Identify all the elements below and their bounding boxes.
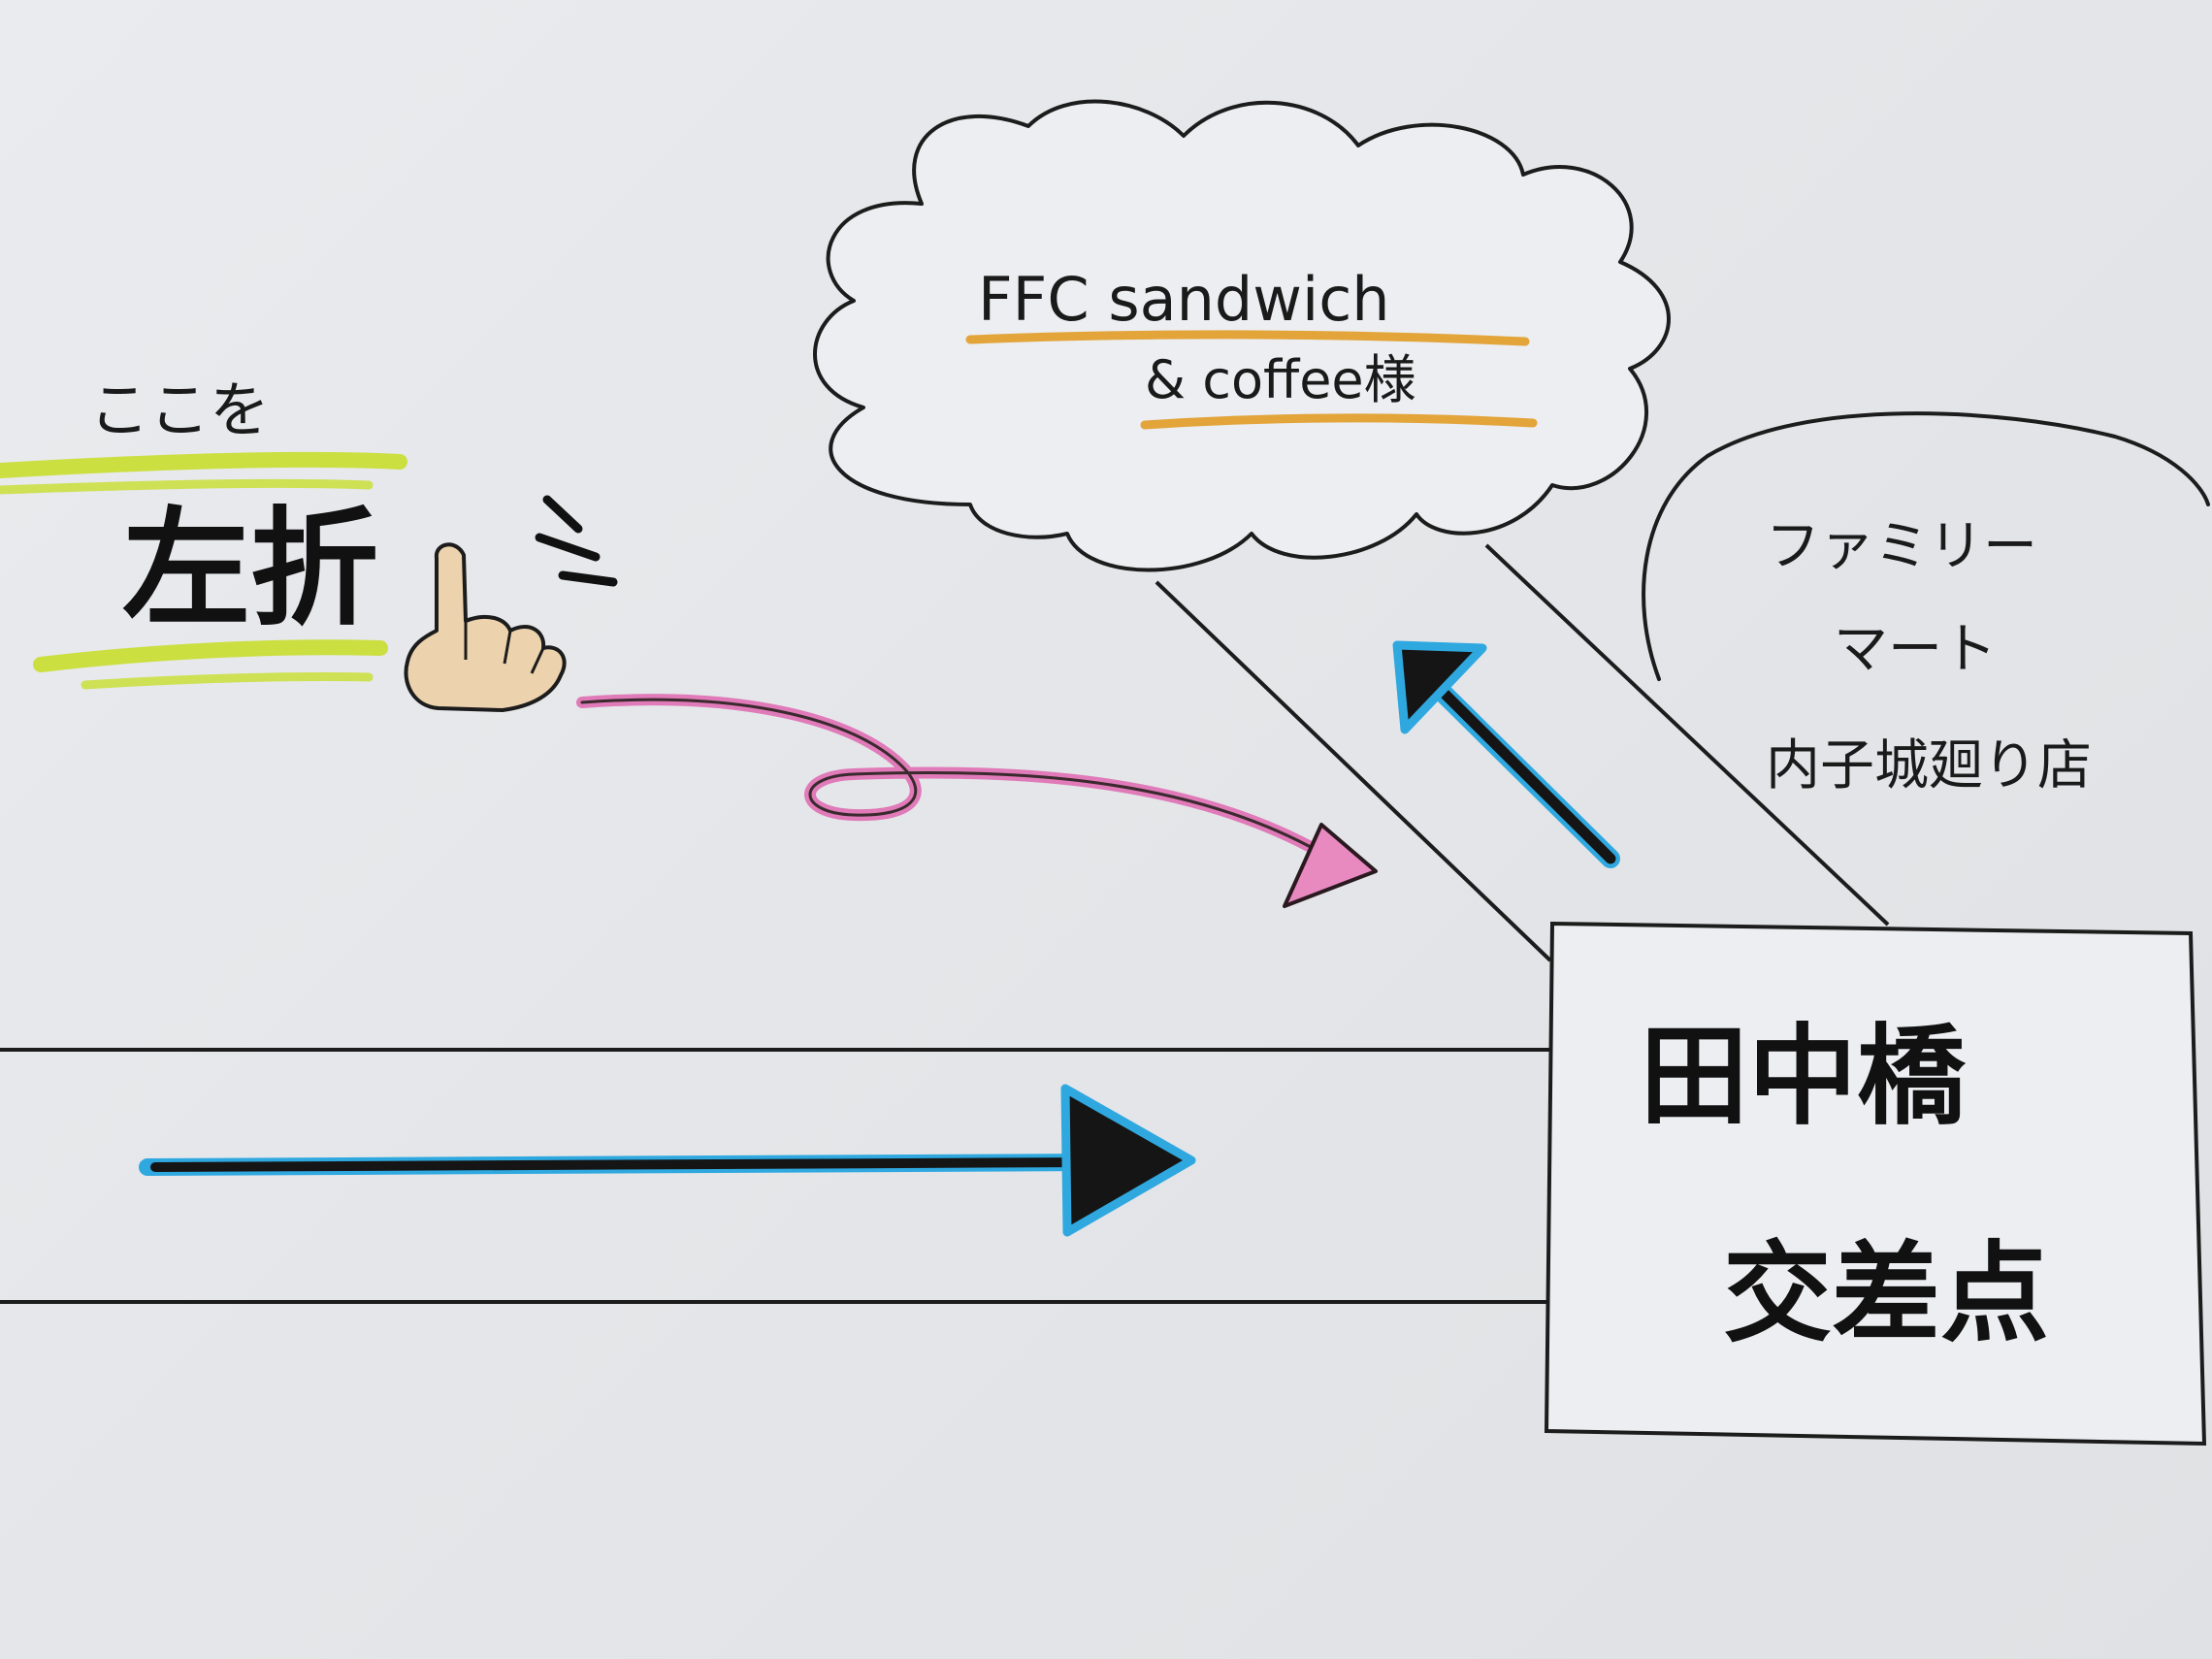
destination-bubble: FFC sandwich & coffee様 [813,99,1671,572]
intersection-name-line1: 田中橋 [1640,1014,1967,1140]
intersection-box: 田中橋 交差点 [1544,921,2207,1447]
main-road [0,1048,1552,1304]
curved-turn-arrow-icon [576,694,1378,908]
landmark-bubble: ファミリー マート 内子城廻り店 [1642,411,2210,797]
turn-instruction: ここを 左折 [0,374,407,690]
landmark-name-line1: ファミリー [1766,515,2037,578]
intersection-name-line2: 交差点 [1723,1231,2049,1357]
landmark-name-line3: 内子城廻り店 [1766,734,2092,797]
turn-instruction-label: 左折 [122,495,378,644]
destination-name-line1: FFC sandwich [978,264,1390,335]
pointing-hand-icon [404,542,567,712]
diagonal-arrow-icon [1392,640,1620,868]
destination-name-line2: & coffee様 [1145,349,1416,410]
straight-arrow-icon [139,1084,1196,1237]
turn-instruction-prefix: ここを [89,374,270,445]
emphasis-marks-icon [535,495,618,587]
side-road [1155,543,1890,962]
landmark-name-line2: マート [1834,618,1997,681]
